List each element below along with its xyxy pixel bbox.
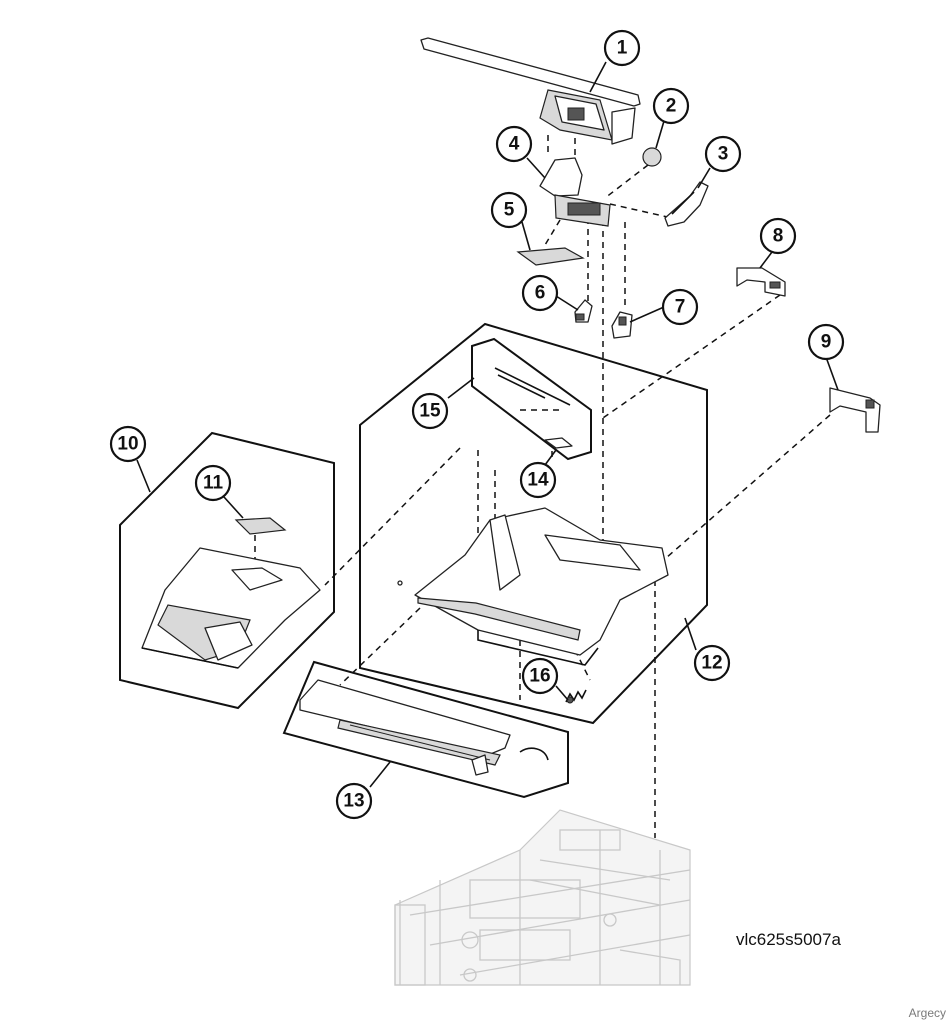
part-6-clip	[574, 299, 593, 323]
callout-6: 6	[521, 274, 559, 312]
callout-4: 4	[495, 125, 533, 163]
callout-15-label: 15	[419, 401, 441, 422]
callout-9-label: 9	[821, 332, 832, 353]
callout-5: 5	[490, 191, 528, 229]
callout-8-label: 8	[773, 226, 784, 247]
callout-16: 16	[521, 657, 559, 695]
part-10-cover	[141, 547, 321, 669]
callout-6-label: 6	[535, 283, 546, 304]
part-5-plate	[516, 247, 585, 266]
callout-9: 9	[807, 323, 845, 361]
part-15-rod	[494, 367, 571, 406]
part-4-housing	[539, 157, 611, 227]
part-11-plate	[234, 517, 287, 535]
callout-3-label: 3	[718, 144, 729, 165]
callout-7: 7	[661, 288, 699, 326]
watermark-label: Argecy	[908, 1006, 946, 1020]
callout-11-label: 11	[203, 473, 224, 494]
figure-id-label: vlc625s5007a	[736, 930, 841, 949]
callout-10: 10	[109, 425, 147, 463]
assembly-lines	[254, 135, 831, 838]
part-2-ball	[642, 147, 662, 167]
group-box-12	[359, 322, 708, 725]
part-1-top-rail	[420, 37, 641, 145]
callout-11: 11	[194, 464, 232, 502]
callout-16-label: 16	[529, 666, 550, 687]
base-machine-faded	[394, 809, 691, 986]
callout-15: 15	[411, 392, 449, 430]
group-box-10	[119, 431, 335, 710]
callout-12-label: 12	[701, 653, 722, 674]
callout-13-label: 13	[343, 791, 364, 812]
callout-5-label: 5	[504, 200, 515, 221]
callout-1-label: 1	[617, 38, 628, 59]
part-13-guide	[299, 679, 549, 776]
part-8-bracket	[736, 267, 786, 297]
callout-10-label: 10	[117, 434, 138, 455]
callout-14: 14	[519, 461, 557, 499]
callout-14-label: 14	[527, 470, 549, 491]
part-12-tray	[397, 507, 669, 666]
part-16-spring	[565, 689, 587, 704]
callout-7-label: 7	[675, 297, 686, 318]
callout-leaders	[136, 61, 839, 788]
group-box-13	[282, 660, 569, 799]
callout-2: 2	[652, 87, 690, 125]
callout-4-label: 4	[509, 134, 520, 155]
part-9-bracket	[829, 387, 881, 433]
group-box-15	[471, 337, 592, 461]
callout-3: 3	[704, 135, 742, 173]
callout-12: 12	[693, 644, 731, 682]
callout-1: 1	[603, 29, 641, 67]
callout-8: 8	[759, 217, 797, 255]
part-3-bracket	[664, 181, 709, 227]
callout-13: 13	[335, 782, 373, 820]
callout-2-label: 2	[666, 96, 677, 117]
part-7-sensor	[611, 311, 633, 339]
part-14-clip	[544, 437, 573, 449]
